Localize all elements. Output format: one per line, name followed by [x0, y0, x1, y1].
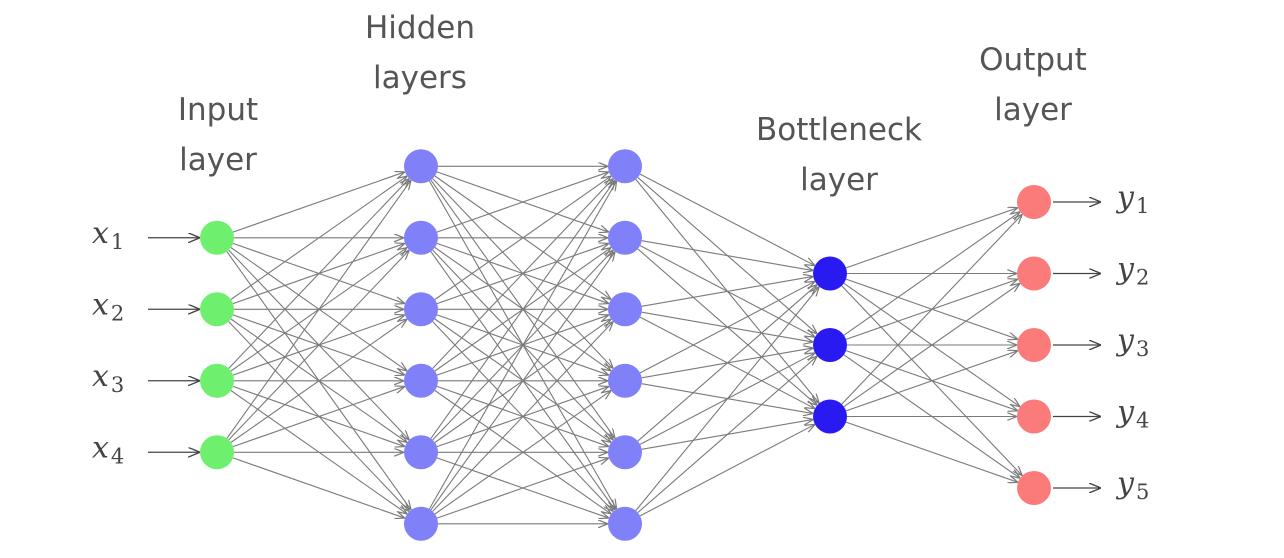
hidden-neuron-2-5	[404, 435, 438, 470]
hidden-neuron-3-1	[608, 149, 642, 184]
hidden-neuron-3-3	[608, 292, 642, 327]
connection-0-3-2	[230, 320, 406, 443]
connection-1-5-2	[432, 322, 613, 512]
bottleneck-layer-title-line2: layer	[800, 162, 878, 198]
connection-1-4-0	[430, 181, 615, 439]
output-label-y5: y5	[1115, 466, 1149, 504]
connection-1-1-0	[436, 172, 608, 233]
input-neuron-1-3	[200, 363, 234, 398]
connection-1-3-0	[432, 179, 613, 369]
connection-2-2-0	[641, 277, 813, 307]
hidden-neuron-3-6	[608, 506, 642, 541]
hidden-neuron-2-1	[404, 149, 438, 184]
output-neuron-5-3	[1017, 328, 1051, 362]
connection-1-2-0	[434, 177, 610, 300]
input-label-x2: x2	[92, 287, 124, 325]
connection-1-5-3	[434, 391, 610, 515]
output-neuron-5-1	[1017, 185, 1051, 219]
output-neuron-5-4	[1017, 399, 1051, 434]
connection-3-0-0	[845, 208, 1017, 269]
connection-0-2-0	[228, 179, 409, 369]
input-neuron-1-2	[200, 292, 234, 327]
output-layer-title: Output layer	[953, 35, 1113, 135]
connection-1-5-0	[428, 182, 616, 510]
output-label-y1: y1	[1115, 180, 1149, 218]
input-neuron-1-4	[200, 435, 234, 470]
output-neuron-5-5	[1017, 471, 1051, 505]
connection-2-0-0	[639, 173, 814, 265]
connection-1-5-4	[436, 458, 608, 519]
output-layer-title-line1: Output	[979, 42, 1087, 78]
output-layer-title-line2: layer	[994, 92, 1072, 128]
bottleneck-neuron-4-1	[813, 256, 847, 291]
connection-2-3-0	[639, 282, 814, 374]
io-arrows-group	[148, 202, 1100, 488]
bottleneck-neuron-4-2	[813, 328, 847, 362]
hidden-neuron-3-2	[608, 220, 642, 255]
connection-2-4-0	[637, 285, 817, 442]
input-layer-title-line1: Input	[177, 92, 259, 128]
connections-group	[226, 166, 1022, 524]
output-label-y2: y2	[1115, 252, 1149, 290]
connection-2-5-0	[635, 287, 819, 511]
connection-3-2-2	[845, 351, 1017, 412]
output-label-y3: y3	[1115, 323, 1149, 361]
hidden-neuron-2-3	[404, 292, 438, 327]
connection-0-3-5	[232, 457, 404, 518]
connection-0-1-0	[230, 177, 406, 300]
connection-0-3-1	[228, 251, 409, 441]
hidden-neuron-2-2	[404, 220, 438, 255]
input-label-x1: x1	[92, 216, 124, 254]
connection-3-1-0	[843, 212, 1019, 336]
connection-3-2-1	[843, 284, 1019, 408]
hidden-layers-title-line2: layers	[373, 60, 467, 96]
hidden-neuron-3-4	[608, 363, 642, 398]
input-layer-title: Input layer	[138, 85, 298, 185]
connection-0-3-3	[232, 387, 404, 448]
output-neuron-5-2	[1017, 256, 1051, 291]
hidden-neuron-2-6	[404, 506, 438, 541]
connection-2-5-2	[639, 425, 814, 517]
bottleneck-layer-title: Bottleneck layer	[734, 105, 944, 205]
connection-2-5-1	[637, 357, 817, 514]
hidden-layers-title: Hidden layers	[340, 3, 500, 103]
hidden-layers-title-line1: Hidden	[365, 10, 475, 46]
bottleneck-neuron-4-3	[813, 399, 847, 434]
connection-1-5-1	[430, 252, 615, 511]
input-label-x3: x3	[92, 359, 124, 397]
neurons-group	[200, 149, 1051, 541]
input-neuron-1-1	[200, 220, 234, 255]
input-layer-title-line2: layer	[179, 142, 257, 178]
variable-labels-group: x1 x2 x3 x4 y1 y2 y3 y4 y5	[92, 180, 1149, 504]
connection-2-1-0	[641, 240, 813, 271]
input-label-x4: x4	[92, 430, 124, 468]
connection-0-3-0	[226, 181, 411, 439]
hidden-neuron-3-5	[608, 435, 642, 470]
output-label-y4: y4	[1115, 395, 1149, 433]
connection-3-2-0	[841, 215, 1022, 405]
bottleneck-layer-title-line1: Bottleneck	[756, 112, 922, 148]
connection-0-0-0	[232, 172, 404, 233]
hidden-neuron-2-4	[404, 363, 438, 398]
connection-3-2-4	[845, 421, 1017, 482]
